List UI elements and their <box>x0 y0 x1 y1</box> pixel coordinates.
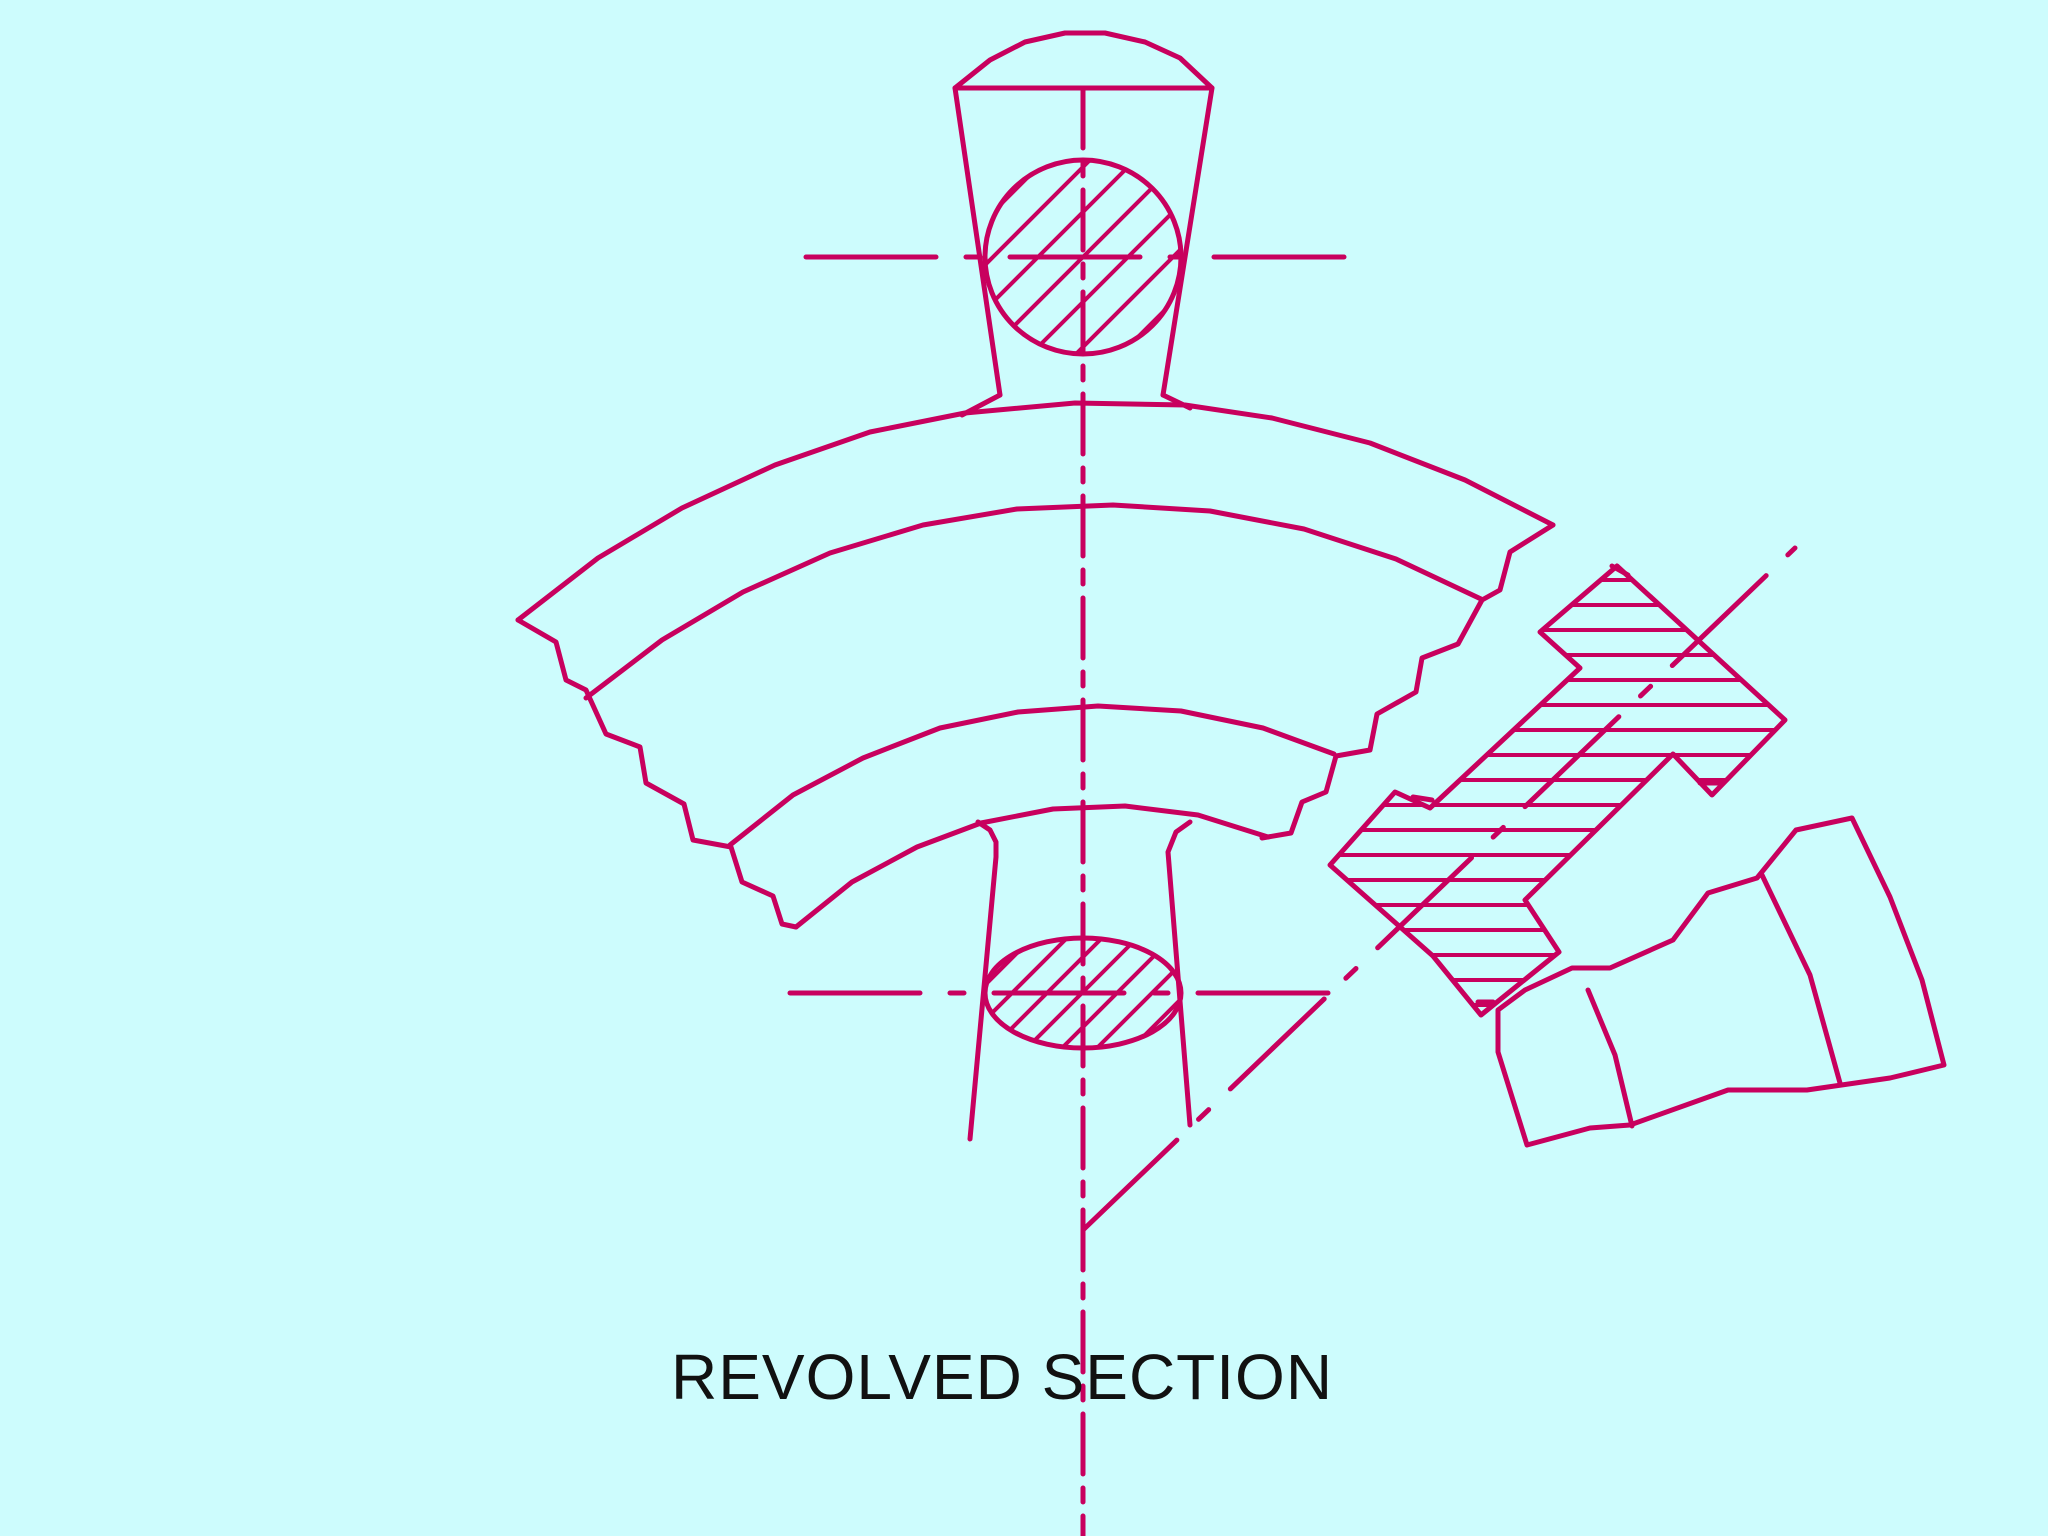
bottom-arm <box>967 819 1193 1142</box>
revolved-section <box>1327 563 1788 1018</box>
top-arm-right-edge <box>1160 85 1215 398</box>
rim-outer-arc <box>515 400 1556 623</box>
top-arm-cap <box>952 30 1215 91</box>
broken-arm-piece <box>1495 815 1947 1148</box>
broken-arm-outline <box>1495 815 1947 1148</box>
top-arm <box>952 30 1215 418</box>
top-arm-left-edge <box>952 85 1003 398</box>
rim-left-teeth <box>515 617 799 930</box>
diagonal-cutting-line <box>1080 545 1798 1233</box>
bottom-section-ellipse <box>787 935 1343 1051</box>
figure-caption: REVOLVED SECTION <box>670 1341 1334 1413</box>
rim-inner-arc-2 <box>727 703 1337 848</box>
rim-right-teeth <box>1259 522 1556 841</box>
rim-inner-arc-1 <box>583 502 1484 701</box>
rim-inner-arc-3 <box>793 803 1271 930</box>
rim <box>515 400 1556 930</box>
top-section-circle <box>803 157 1373 357</box>
bottom-section-outline <box>982 935 1184 1051</box>
revolved-section-outline <box>1327 563 1788 1018</box>
